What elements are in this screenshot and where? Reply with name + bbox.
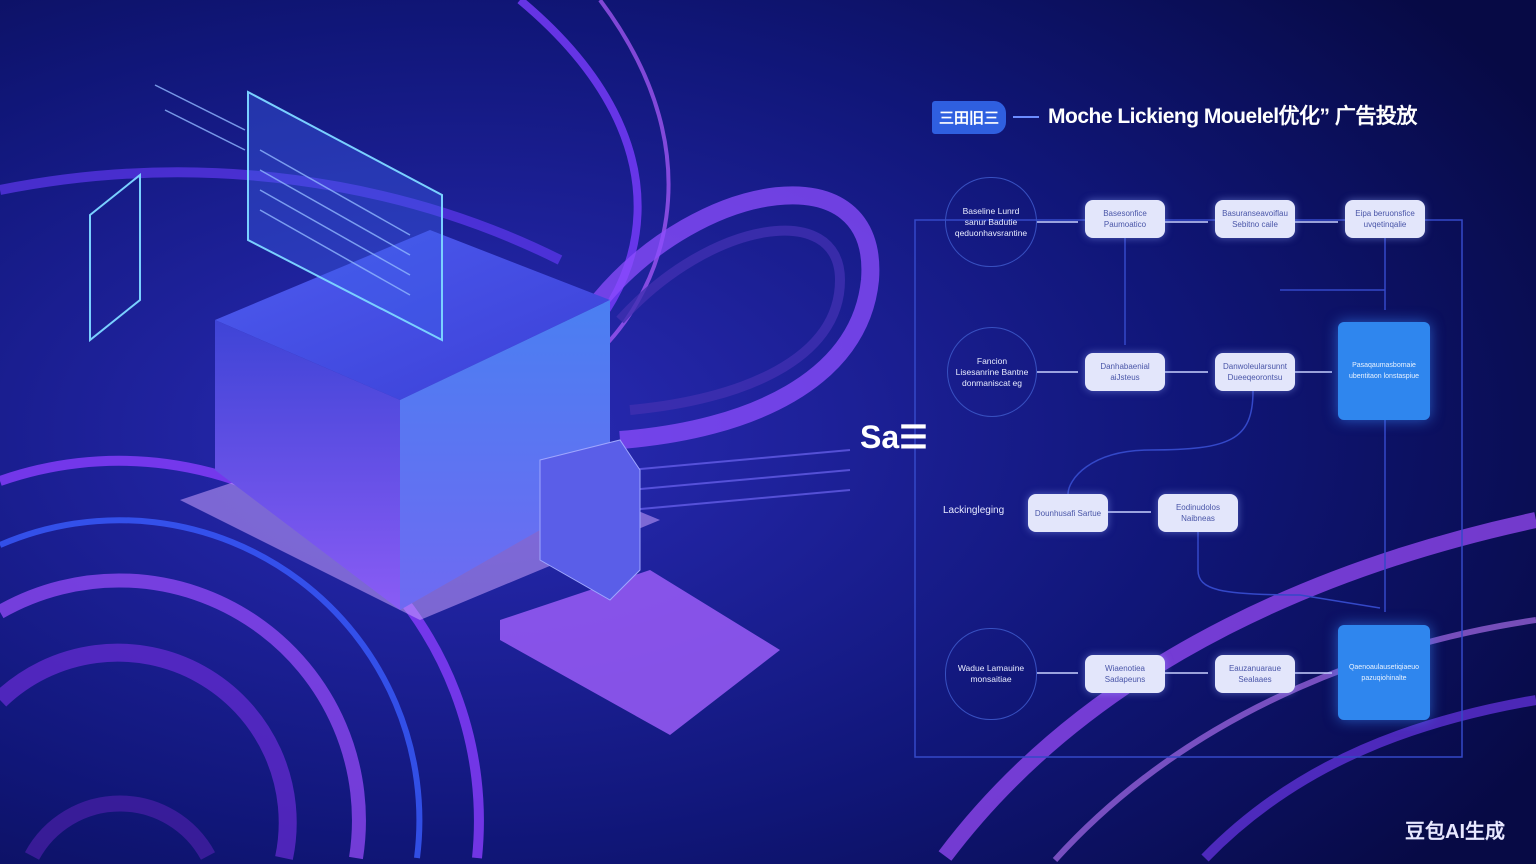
flow-step: Basuranseavoiflau Sebitno caile — [1215, 200, 1295, 238]
decorative-ring — [0, 573, 366, 860]
flow-start-node-4: Wadue Lamauine monsaitiae — [945, 628, 1037, 720]
flow-step: Danhabaenial aiJsteus — [1085, 353, 1165, 391]
watermark: 豆包AI生成 — [1405, 821, 1505, 843]
flow-start-node-1: Baseline Lunrd sanur Badutie qeduonhavsr… — [945, 177, 1037, 267]
decorative-ring — [0, 643, 297, 860]
flow-result-node-1: Pasaqaumasbomaie ubentitaon lonstaspiue — [1338, 322, 1430, 420]
decorative-ring — [24, 795, 216, 860]
flow-step: Eauzanuaraue Sealaaes — [1215, 655, 1295, 693]
side-label: Sa☰ — [860, 419, 928, 455]
flow-start-node-2: Fancion Lisesanrine Bantne donmaniscat e… — [947, 327, 1037, 417]
flow-result-node-2: Qaenoaulausetiqiaeuo pazuqiohinalte — [1338, 625, 1430, 720]
divider — [1013, 116, 1039, 118]
flow-step: Eodinudolos Naibneas — [1158, 494, 1238, 532]
flow-step: Wiaenotiea Sadapeuns — [1085, 655, 1165, 693]
decorative-ring — [0, 517, 423, 859]
flow-step: Dounhusafi Sartue — [1028, 494, 1108, 532]
flow-row-label: Lackingleging — [943, 505, 1005, 516]
flow-step: Eipa beruonsfice uvqetinqalie — [1345, 200, 1425, 238]
flow-step: Danwoleularsunnt Dueeqeorontsu — [1215, 353, 1295, 391]
diagram-title: Moche Lickieng Mouelel优化” 广告投放 — [1048, 105, 1417, 128]
header-badge: 三田旧三 — [932, 101, 1006, 134]
flow-step: Basesonfice Paumoatico — [1085, 200, 1165, 238]
